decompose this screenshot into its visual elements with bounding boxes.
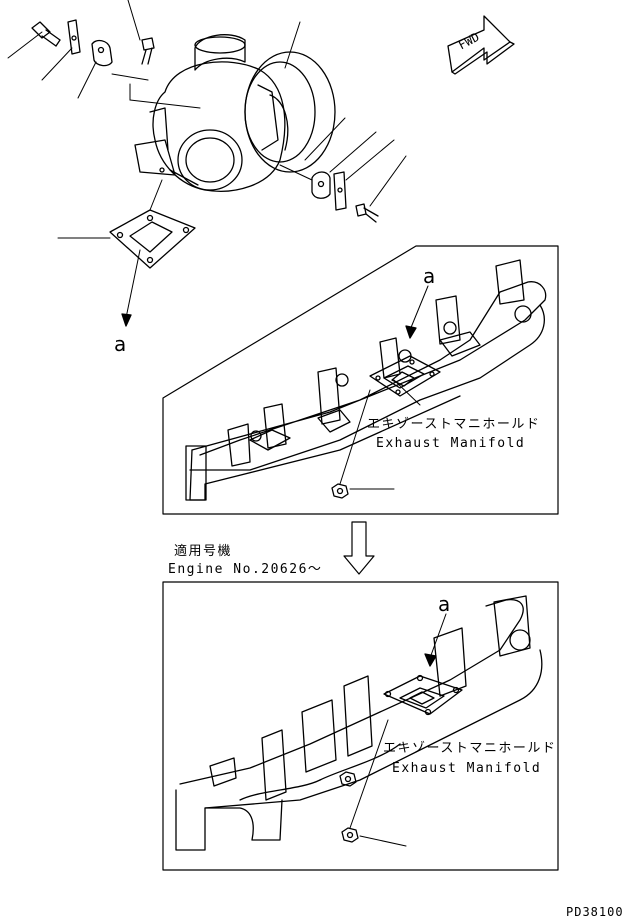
- nut-lower-2: [341, 827, 359, 843]
- drawing-number: PD38100: [566, 905, 624, 919]
- lower-label-en: Exhaust Manifold: [392, 761, 542, 776]
- leader-lines-right: [279, 117, 407, 207]
- fwd-arrow: [447, 15, 515, 75]
- lower-leaders: [349, 613, 447, 847]
- turbocharger: [134, 34, 336, 192]
- turbo-gasket: [109, 179, 196, 269]
- lower-panel-frame: [162, 581, 559, 871]
- upper-label-jp: エキゾーストマニホールド: [367, 417, 541, 432]
- callout-a-lower: a: [438, 592, 451, 616]
- bolt-left: [31, 21, 61, 47]
- nut-lower: [339, 771, 357, 787]
- nut-upper: [331, 483, 349, 499]
- upper-leaders: [339, 285, 429, 490]
- gasket-right: [311, 171, 331, 199]
- callout-a-upper: a: [423, 264, 436, 288]
- bolt-top: [141, 37, 155, 65]
- gasket-left: [91, 39, 113, 67]
- applicability-label-jp: 適用号機: [174, 544, 233, 559]
- bolt-right: [355, 203, 379, 223]
- upper-label-en: Exhaust Manifold: [376, 436, 526, 451]
- spacer-plate-right: [333, 171, 347, 211]
- upper-exhaust-manifold: [185, 259, 547, 501]
- lower-label-jp: エキゾーストマニホールド: [383, 741, 557, 756]
- down-arrow: [343, 521, 375, 575]
- callout-a-turbo: a: [114, 332, 127, 356]
- lower-exhaust-manifold: [175, 595, 543, 851]
- spacer-plate-left: [67, 19, 81, 55]
- applicability-label-en: Engine No.20626〜: [168, 562, 323, 577]
- upper-panel-frame: [162, 245, 559, 515]
- leader-lines-top: [7, 0, 301, 109]
